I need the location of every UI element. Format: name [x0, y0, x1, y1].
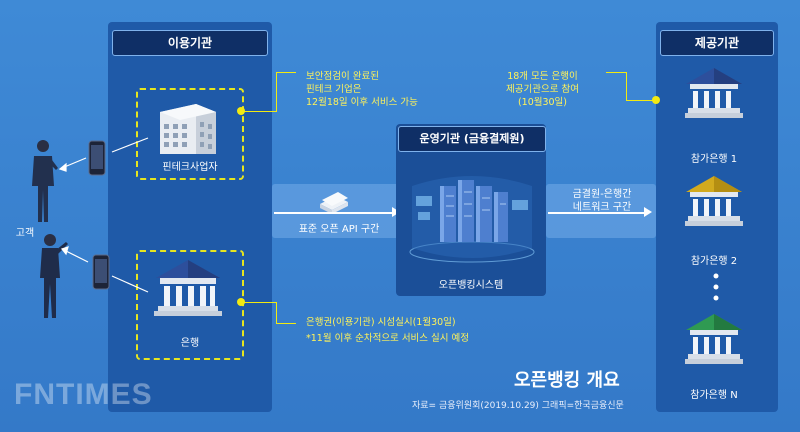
operator-title: 운영기관 (금융결제원) — [398, 126, 546, 152]
provider-callout-dot — [652, 96, 660, 104]
office-building-icon — [160, 104, 216, 154]
bank-label: 은행 — [180, 338, 200, 349]
users-panel-title: 이용기관 — [112, 30, 268, 56]
customer-label: 고객 — [15, 228, 35, 239]
fintech-note: 보안점검이 완료된 핀테크 기업은 12월18일 이후 서비스 가능 — [306, 71, 418, 108]
customer-woman-icon — [40, 234, 68, 318]
bank-callout-vline — [276, 302, 277, 324]
network-arrow-head — [644, 207, 652, 217]
fintech-callout-top — [276, 72, 296, 73]
network-band — [546, 184, 656, 238]
fintech-callout-line — [244, 111, 276, 112]
bank-callout-bottom — [276, 323, 296, 324]
bank-building-icon — [685, 176, 743, 226]
bank-note-1: 은행권(이용기관) 시섬실시(1월30일) — [306, 317, 456, 328]
headline: 오픈뱅킹 개요 — [514, 370, 620, 391]
bank-note-2: *11월 이후 순차적으로 서비스 실시 예정 — [306, 333, 470, 344]
provider-callout-vline — [626, 72, 627, 100]
fintech-label: 핀테크사업자 — [162, 162, 218, 173]
provider-bank-n-label: 참가은행 N — [690, 390, 738, 401]
fintech-callout-vline — [276, 72, 277, 112]
fintech-callout-dot — [237, 107, 245, 115]
bank-callout-line — [244, 302, 276, 303]
bank-building-icon — [685, 68, 743, 118]
provider-callout-line — [626, 100, 654, 101]
system-label: 오픈뱅킹시스템 — [438, 280, 504, 291]
source-credit: 자료= 금융위원회(2019.10.29) 그래픽=한국금융신문 — [412, 401, 624, 411]
bank-building-icon — [685, 314, 743, 364]
network-arrow-line — [548, 212, 644, 214]
users-panel — [108, 22, 272, 412]
bank-callout-dot — [237, 298, 245, 306]
provider-panel-title: 제공기관 — [660, 30, 774, 56]
fintech-box — [136, 88, 244, 180]
phone-icon — [92, 254, 110, 290]
bank-building-icon — [154, 260, 222, 316]
provider-bank-2-label: 참가은행 2 — [690, 256, 738, 267]
customer-man-icon — [32, 140, 58, 222]
provider-note: 18개 모든 은행이 제공기관으로 참여 (10월30일) — [506, 71, 579, 108]
ellipsis-dots-icon — [713, 273, 719, 301]
api-label: 표준 오픈 API 구간 — [298, 224, 380, 235]
server-rack-icon — [409, 176, 535, 263]
network-label: 금결원-은행간 네트워크 구간 — [572, 189, 632, 213]
provider-callout-top — [606, 72, 626, 73]
api-arrow-line — [274, 212, 392, 214]
phone-icon — [88, 140, 106, 176]
document-stack-icon — [320, 192, 348, 214]
provider-bank-1-label: 참가은행 1 — [690, 154, 738, 165]
watermark: FNTIMES — [14, 378, 153, 411]
